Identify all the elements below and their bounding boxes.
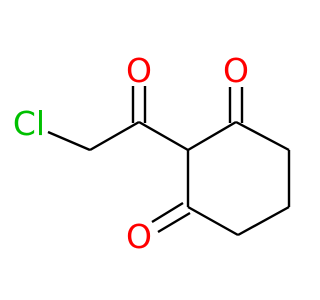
- atom-oxygen-ring-top-label: O: [223, 51, 249, 90]
- bond-carbonyl-ring: [138, 120, 189, 152]
- bond-cl-ch2: [47, 130, 91, 152]
- atom-chlorine-label: Cl: [13, 104, 45, 143]
- molecule-structure: Cl O O O: [13, 51, 291, 256]
- bond-ring-c2-c1: [187, 120, 237, 152]
- bond-bottom-carbonyl-double-b: [157, 211, 191, 234]
- atom-oxygen-ketone-label: O: [126, 51, 152, 90]
- bond-ring-c4-c3: [187, 205, 239, 237]
- bond-layer: [47, 86, 291, 237]
- atom-label-layer: Cl O O O: [13, 51, 249, 256]
- bond-ch2-carbonyl: [89, 120, 140, 152]
- atom-oxygen-ring-bottom-label: O: [126, 217, 152, 256]
- bond-ring-c5-c4: [237, 205, 290, 237]
- bond-ring-c1-c6: [235, 120, 290, 152]
- bond-bottom-carbonyl-double-a: [151, 201, 184, 224]
